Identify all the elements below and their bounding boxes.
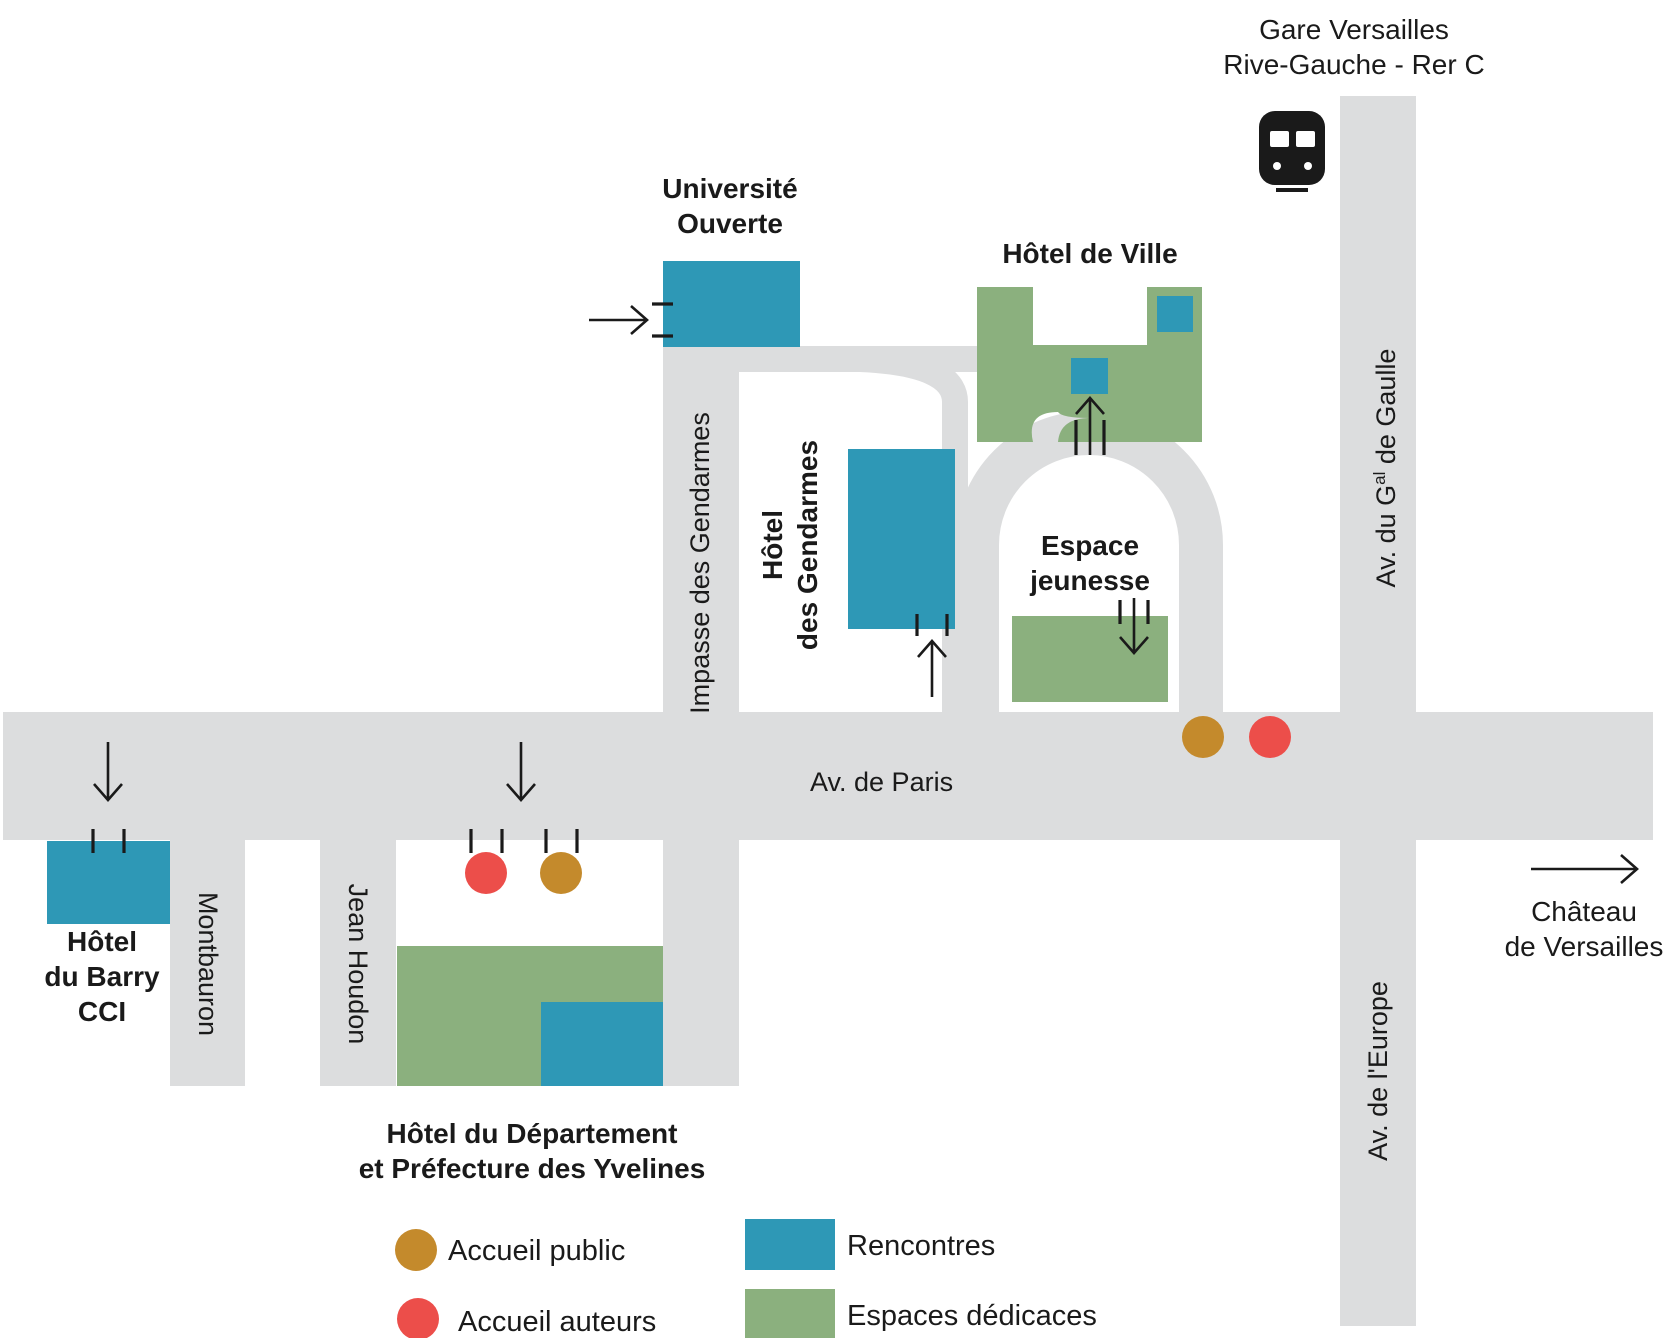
label-hotel-des-gendarmes: Hôtel des Gendarmes [757,439,823,651]
arrow-icon [917,639,947,697]
legend-espaces-dedicaces: Espaces dédicaces [847,1300,1097,1332]
label-hotel-du-departement: Hôtel du Département et Préfecture des Y… [358,1118,706,1184]
label-espace-jeunesse: Espace jeunesse [1030,530,1150,596]
entrance-marker-icon [915,614,949,636]
legend-accueil-auteurs: Accueil auteurs [458,1306,657,1338]
entrance-marker-icon [1074,420,1106,455]
building-departement-rencontres [541,1002,663,1086]
arrows [93,305,1639,884]
road-av-paris [3,712,1653,840]
entrance-marker-icon [469,829,504,853]
legend-swatch-dedicaces [745,1289,835,1338]
street-av-du-general-de-gaulle: Av. du Gal de Gaulle [1370,348,1401,588]
arrow-icon [589,305,649,335]
street-av-de-paris: Av. de Paris [810,767,954,797]
hotel-de-ville-room-2 [1071,358,1108,394]
entrance-markers [91,302,1150,853]
accueil-public-dot [540,852,582,894]
label-hotel-du-barry: Hôtel du Barry CCI [44,926,160,1027]
accueil-public-dot [1182,716,1224,758]
road-av-gaulle [1340,96,1416,716]
entrance-marker-icon [91,829,126,853]
road-jean-houdon [320,838,396,1086]
entrance-marker-icon [544,829,579,853]
building-universite-ouverte [663,261,800,347]
entrance-marker-icon [1118,600,1150,624]
accueil-auteurs-dot [1249,716,1291,758]
legend-rencontres: Rencontres [847,1230,996,1262]
legend-accueil-public: Accueil public [448,1235,626,1267]
road-curved-lane [739,346,968,712]
arrow-icon [506,742,536,802]
road-montbauron [170,838,245,1086]
hotel-de-ville-room-1 [1157,296,1193,332]
building-hotel-du-barry [47,841,170,924]
arrow-icon [1075,396,1105,455]
building-espace-jeunesse [1012,616,1168,702]
road-impasse [663,346,739,714]
roads [3,96,1653,1326]
label-hotel-de-ville: Hôtel de Ville [1002,238,1178,269]
road-av-europe [1340,838,1416,1326]
legend-swatch-rencontres [745,1219,835,1270]
label-gare: Gare Versailles Rive-Gauche - Rer C [1223,14,1485,80]
street-montbauron: Montbauron [193,891,223,1037]
label-universite-ouverte: Université Ouverte [662,173,798,239]
accueil-auteurs-dot [465,852,507,894]
legend-swatch-accueil-auteurs [397,1298,439,1338]
train-icon [1259,111,1325,192]
label-chateau-de-versailles: Château de Versailles [1504,896,1664,962]
road-impasse-south [663,838,739,1086]
street-av-de-leurope: Av. de l'Europe [1363,981,1393,1161]
street-jean-houdon: Jean Houdon [343,883,373,1045]
arrow-icon [93,742,123,802]
arrow-icon [1531,854,1639,884]
arrow-icon [1119,598,1149,655]
entrance-marker-icon [652,302,673,338]
legend-swatch-accueil-public [395,1229,437,1271]
building-hotel-des-gendarmes [848,449,955,629]
street-impasse-des-gendarmes: Impasse des Gendarmes [685,412,715,714]
